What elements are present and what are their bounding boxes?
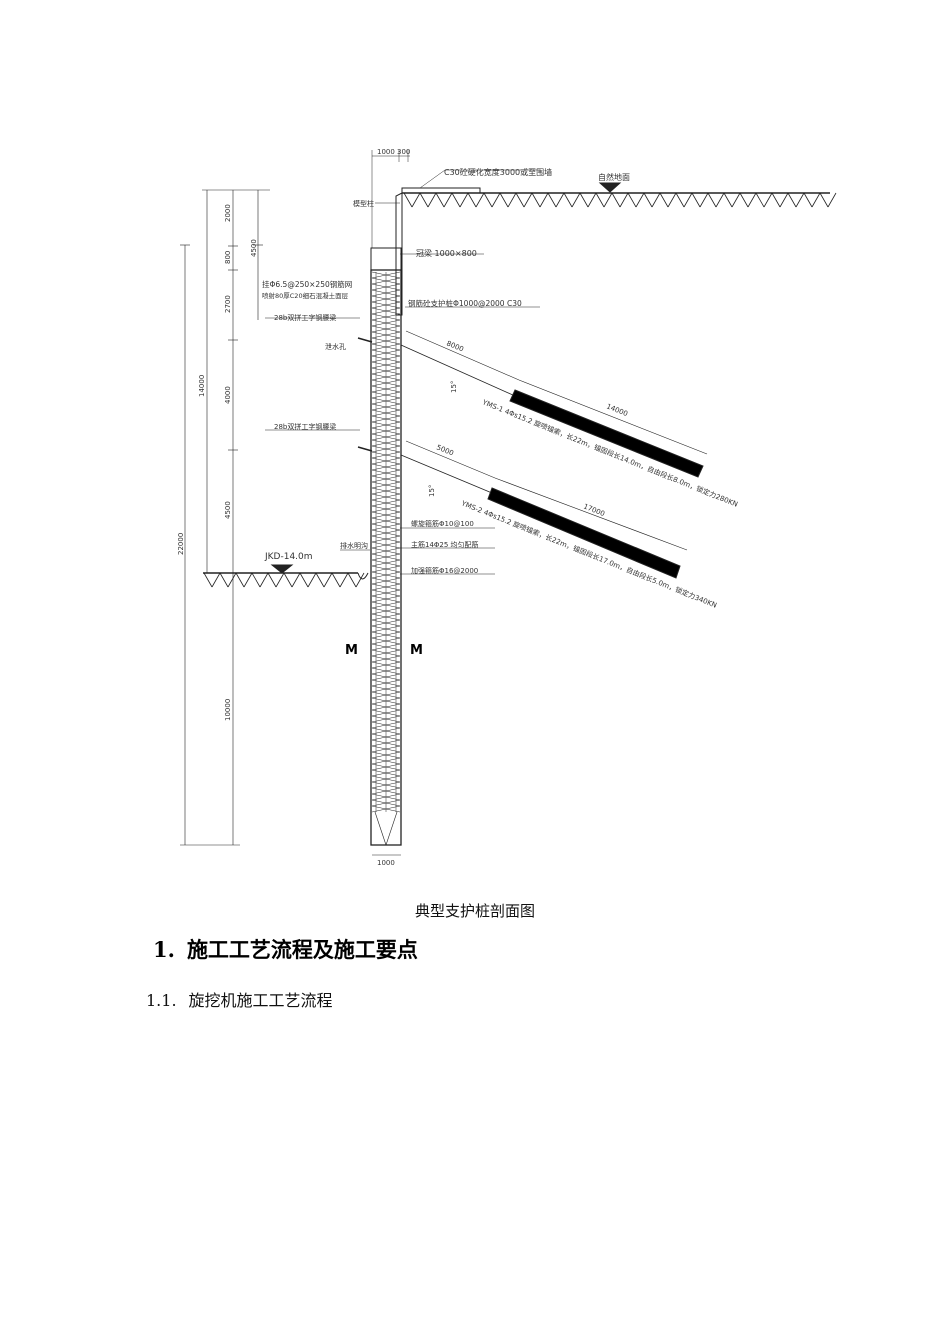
left-dim-2: 800 bbox=[224, 251, 232, 264]
anchor1-bond-len: 14000 bbox=[605, 402, 629, 418]
label-excavation: JKD-14.0m bbox=[264, 552, 313, 562]
anchor1-free-section bbox=[400, 344, 516, 397]
anchor2-desc: YMS-2 4Φs15.2 旋喷锚索，长22m，锚固段长17.0m，自由段长5.… bbox=[459, 498, 718, 610]
overall-dim-1: 14000 bbox=[198, 375, 206, 397]
label-mesh-1: 挂Φ6.5@250×250钢筋网 bbox=[262, 279, 352, 289]
heading-2-number: 1.1. bbox=[146, 991, 177, 1010]
overall-dim-3: 10000 bbox=[224, 699, 232, 721]
heading-1-number: 1. bbox=[153, 937, 175, 962]
label-spiral: 螺旋箍筋Φ10@100 bbox=[411, 519, 474, 528]
label-waler-1: 28b双拼工字钢腰梁 bbox=[274, 313, 336, 322]
ground-label: 自然地面 bbox=[598, 172, 630, 182]
label-crown-beam: 冠梁 1000×800 bbox=[416, 249, 477, 258]
excavation-hatch bbox=[203, 572, 365, 588]
anchor2-bond-len: 17000 bbox=[582, 502, 606, 518]
heading-2: 1.1. 旋挖机施工工艺流程 bbox=[146, 987, 333, 1011]
heading-2-text: 旋挖机施工工艺流程 bbox=[188, 991, 333, 1010]
left-dim-6: 4500 bbox=[250, 239, 258, 257]
anchor1-desc: YMS-1 4Φs15.2 旋喷锚索，长22m，锚固段长14.0m，自由段长8.… bbox=[480, 397, 739, 509]
section-mark-left: M bbox=[345, 643, 358, 658]
heading-1: 1. 施工工艺流程及施工要点 bbox=[153, 934, 418, 964]
top-dim-1: 1000 bbox=[377, 148, 395, 156]
heading-1-text: 施工工艺流程及施工要点 bbox=[186, 937, 418, 962]
anchor2-free-len: 5000 bbox=[435, 443, 455, 457]
drain-ditch bbox=[357, 572, 369, 580]
label-crown-beam-pile: 模型柱 bbox=[353, 199, 374, 208]
section-mark-right: M bbox=[410, 643, 423, 658]
label-main-rebar: 主筋14Φ25 均匀配筋 bbox=[411, 540, 479, 549]
left-dim-1: 2000 bbox=[224, 204, 232, 222]
label-stiff-rebar: 加强箍筋Φ16@2000 bbox=[411, 566, 478, 575]
excavation-level-marker bbox=[270, 564, 294, 574]
label-drain-ditch: 排水明沟 bbox=[340, 541, 368, 550]
anchor2-bond-section bbox=[487, 487, 681, 579]
top-dim-2: 300 bbox=[397, 148, 410, 156]
left-dim-3: 2700 bbox=[224, 295, 232, 313]
top-note: C30砼硬化宽度3000或至围墙 bbox=[444, 167, 552, 177]
anchor2-angle: 15° bbox=[428, 485, 436, 497]
top-slab bbox=[401, 187, 481, 194]
ground-hatch bbox=[403, 192, 837, 208]
anchor2-free-section bbox=[400, 454, 493, 494]
anchor1-free-len: 8000 bbox=[445, 339, 465, 353]
pile-width-dim: 1000 bbox=[377, 859, 395, 867]
anchor1-bond-section bbox=[509, 389, 704, 478]
left-dim-5: 4500 bbox=[224, 501, 232, 519]
label-waler-2: 28b双拼工字钢腰梁 bbox=[274, 422, 336, 431]
label-pile: 钢筋砼支护桩Φ1000@2000 C30 bbox=[408, 298, 522, 308]
figure-caption: 典型支护桩剖面图 bbox=[414, 902, 535, 920]
pile-rebar-cage bbox=[371, 271, 401, 813]
overall-dim-2: 22000 bbox=[177, 533, 185, 555]
pile-section-drawing: 1000 300 C30砼硬化宽度3000或至围墙 自然地面 模型柱 冠梁 10… bbox=[177, 148, 837, 867]
label-drain-hole: 泄水孔 bbox=[325, 342, 346, 351]
ground-level-marker bbox=[598, 182, 622, 193]
left-dim-4: 4000 bbox=[224, 386, 232, 404]
label-mesh-2: 喷射80厚C20细石混凝土面层 bbox=[262, 291, 349, 300]
anchor1-angle: 15° bbox=[450, 381, 458, 393]
